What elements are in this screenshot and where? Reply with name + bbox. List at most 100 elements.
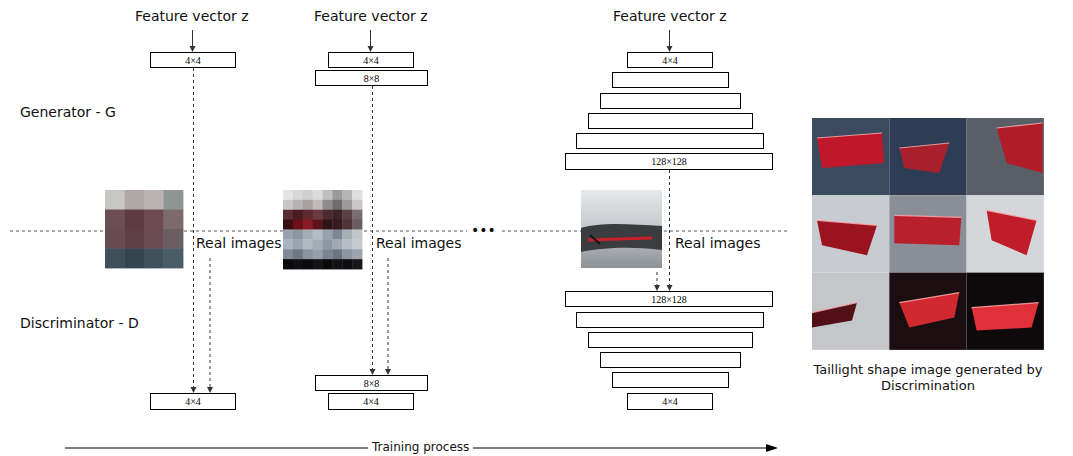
taillight-highlight	[997, 123, 1043, 128]
layer-size: 4×4	[363, 55, 379, 66]
pixel	[332, 259, 342, 269]
pixel	[323, 210, 333, 220]
pixel	[352, 200, 362, 210]
pixel	[323, 259, 333, 269]
pixel	[105, 229, 125, 249]
layer-box: 4×4	[150, 52, 236, 68]
ellipsis: •••	[467, 222, 500, 239]
pixel	[283, 200, 293, 210]
pixel	[352, 239, 362, 249]
pixel	[283, 210, 293, 220]
pixel	[342, 259, 352, 269]
taillight-shape	[987, 210, 1037, 255]
pixel	[352, 190, 362, 200]
layer-size: 8×8	[364, 378, 380, 389]
pixel	[144, 190, 164, 210]
input-arrow	[192, 30, 193, 47]
car-body	[581, 224, 662, 252]
low-res-image	[105, 190, 183, 268]
layer-size: 4×4	[185, 55, 201, 66]
pixel	[342, 220, 352, 230]
tile-ground	[967, 273, 1044, 350]
pixel	[293, 190, 303, 200]
pixel	[313, 200, 323, 210]
taillight-shape	[997, 123, 1043, 173]
tile-ground	[812, 118, 889, 195]
taillight-shape	[899, 143, 949, 173]
layer-size: 8×8	[364, 73, 380, 84]
tile-ground	[889, 273, 966, 350]
pixel	[313, 230, 323, 240]
tile-ground	[967, 118, 1044, 195]
pixel	[303, 190, 313, 200]
pixel	[303, 230, 313, 240]
generated-tile	[889, 273, 966, 350]
layer-box: 4×4	[150, 393, 236, 410]
pixel	[332, 200, 342, 210]
connector-line	[193, 68, 194, 387]
taillight-highlight	[894, 215, 961, 217]
pixel	[283, 249, 293, 259]
layer-size: 128×128	[651, 156, 687, 167]
pixel	[164, 210, 184, 230]
pixel	[144, 249, 164, 269]
pixel	[313, 259, 323, 269]
input-arrows	[193, 30, 670, 47]
taillight-shape	[817, 133, 884, 168]
taillight-shape	[817, 220, 877, 255]
taillight-highlight	[899, 293, 959, 303]
low-res-image	[283, 190, 362, 269]
taillight-highlight	[817, 133, 882, 138]
pixel	[293, 220, 303, 230]
pixel	[283, 230, 293, 240]
pixel	[303, 200, 313, 210]
pixel	[313, 249, 323, 259]
layer-box	[601, 94, 741, 109]
flow-connector	[370, 86, 376, 375]
pixel	[323, 239, 333, 249]
pixel	[352, 230, 362, 240]
layer-box: 128×128	[565, 291, 773, 307]
result-caption: Taillight shape image generated by Discr…	[803, 362, 1053, 393]
pixel	[352, 220, 362, 230]
tile-ground	[812, 195, 889, 272]
pixel	[313, 220, 323, 230]
input-arrow	[669, 30, 670, 47]
layer-box: 4×4	[328, 393, 414, 410]
pixel	[105, 249, 125, 269]
layer-size: 4×4	[185, 396, 201, 407]
taillight-highlight	[972, 303, 1039, 308]
section-label: Discriminator - D	[20, 315, 139, 332]
data-label: Real images	[196, 235, 282, 252]
pixel	[323, 200, 333, 210]
input-label: Feature vector z	[135, 8, 249, 25]
pixel	[164, 229, 184, 249]
flow-connector	[667, 170, 673, 291]
pixel	[105, 190, 125, 210]
discriminator-layers	[577, 313, 764, 388]
pixel	[303, 249, 313, 259]
generator-layers	[577, 73, 764, 149]
layer-box: 4×4	[627, 52, 713, 68]
pixel	[342, 200, 352, 210]
layer-box	[589, 333, 753, 348]
pixel	[323, 190, 333, 200]
pixel	[164, 249, 184, 269]
pixel	[303, 239, 313, 249]
pixel	[332, 239, 342, 249]
pixel	[144, 210, 164, 230]
layer-size: 4×4	[363, 396, 379, 407]
pixel	[332, 190, 342, 200]
generated-tile	[967, 195, 1044, 272]
layer-box: 4×4	[627, 393, 713, 410]
pixel	[303, 259, 313, 269]
layer-box	[589, 114, 753, 129]
pixel	[323, 220, 333, 230]
tile-ground	[889, 118, 966, 195]
pixel	[105, 210, 125, 230]
pixel	[293, 249, 303, 259]
section-label: Generator - G	[20, 104, 116, 121]
pixel	[332, 220, 342, 230]
arrowhead	[766, 444, 778, 452]
connector-line	[372, 86, 373, 369]
